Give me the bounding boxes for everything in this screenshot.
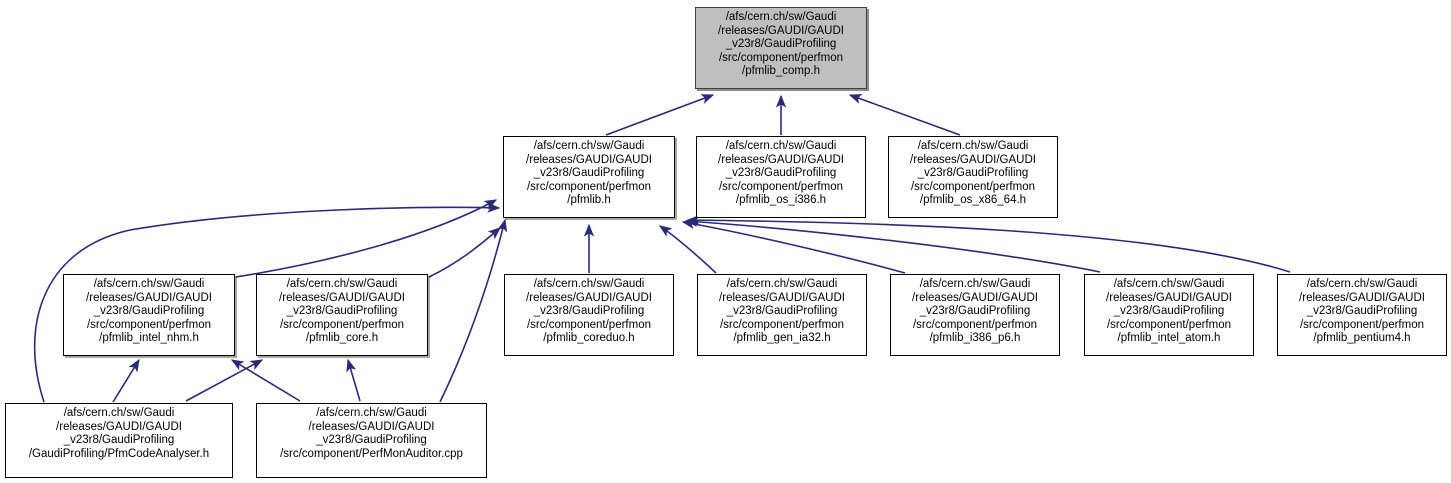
graph-node-PfmCodeAnalyser[interactable]: /afs/cern.ch/sw/Gaudi/releases/GAUDI/GAU… (5, 403, 233, 478)
node-label-line: /pfmlib_pentium4.h (1313, 332, 1411, 345)
graph-node-pfmlib_core[interactable]: /afs/cern.ch/sw/Gaudi/releases/GAUDI/GAU… (256, 274, 428, 356)
edge-pfmlib_os_x86_64-to-pfmlib_comp (848, 94, 961, 136)
node-label-line: /src/component/perfmon (526, 180, 651, 193)
graph-node-pfmlib[interactable]: /afs/cern.ch/sw/Gaudi/releases/GAUDI/GAU… (503, 136, 675, 218)
node-label-line: /src/component/perfmon (718, 180, 843, 193)
node-label-line: /releases/GAUDI/GAUDI (279, 291, 405, 304)
node-label-line: /src/component/perfmon (1299, 318, 1424, 331)
graph-node-pfmlib_coreduo[interactable]: /afs/cern.ch/sw/Gaudi/releases/GAUDI/GAU… (504, 274, 674, 356)
graph-node-pfmlib_gen_ia32[interactable]: /afs/cern.ch/sw/Gaudi/releases/GAUDI/GAU… (697, 274, 867, 356)
node-label-line: /afs/cern.ch/sw/Gaudi (919, 278, 1031, 290)
node-label-line: /pfmlib_coreduo.h (543, 332, 635, 345)
edge-PfmCodeAnalyser-to-pfmlib_intel_nhm (112, 358, 140, 403)
node-label-line: /pfmlib_intel_atom.h (1117, 332, 1221, 345)
graph-node-pfmlib_intel_atom[interactable]: /afs/cern.ch/sw/Gaudi/releases/GAUDI/GAU… (1084, 274, 1254, 356)
node-label-line: /pfmlib_i386_p6.h (929, 332, 1021, 345)
node-label-line: /afs/cern.ch/sw/Gaudi (726, 278, 838, 290)
node-label-line: /pfmlib.h (567, 194, 611, 207)
node-label-line: _v23r8/GaudiProfiling (726, 305, 838, 318)
node-label-line: /releases/GAUDI/GAUDI (86, 291, 212, 304)
node-label-line: /pfmlib_os_i386.h (735, 194, 827, 207)
node-label-line: /afs/cern.ch/sw/Gaudi (533, 278, 645, 290)
node-label-line: /src/component/perfmon (718, 51, 843, 64)
node-label-line: /releases/GAUDI/GAUDI (718, 24, 844, 37)
node-label-line: _v23r8/GaudiProfiling (1113, 305, 1225, 318)
node-label-line: /GaudiProfiling/PfmCodeAnalyser.h (28, 447, 210, 460)
node-label-line: _v23r8/GaudiProfiling (725, 38, 837, 51)
node-label-line: /afs/cern.ch/sw/Gaudi (725, 140, 837, 152)
node-label-line: /src/component/perfmon (910, 180, 1035, 193)
edge-pfmlib_intel_nhm-to-pfmlib (235, 199, 498, 278)
graph-node-pfmlib_pentium4[interactable]: /afs/cern.ch/sw/Gaudi/releases/GAUDI/GAU… (1277, 274, 1447, 356)
node-label-line: /releases/GAUDI/GAUDI (526, 153, 652, 166)
node-label-line: /releases/GAUDI/GAUDI (1106, 291, 1232, 304)
edge-pfmlib_pentium4-to-pfmlib (686, 215, 1291, 273)
node-label-line: _v23r8/GaudiProfiling (316, 434, 427, 447)
edge-pfmlib_intel_atom-to-pfmlib (684, 216, 1101, 273)
node-label-line: /afs/cern.ch/sw/Gaudi (316, 407, 427, 419)
graph-node-pfmlib_os_x86_64[interactable]: /afs/cern.ch/sw/Gaudi/releases/GAUDI/GAU… (888, 136, 1058, 218)
node-label-line: /src/component/perfmon (86, 318, 211, 331)
node-label-line: _v23r8/GaudiProfiling (533, 167, 645, 180)
node-label-line: _v23r8/GaudiProfiling (533, 305, 645, 318)
node-label-line: _v23r8/GaudiProfiling (919, 305, 1031, 318)
node-label-line: /releases/GAUDI/GAUDI (526, 291, 652, 304)
node-label-line: /pfmlib_os_x86_64.h (919, 194, 1027, 207)
node-label-line: /releases/GAUDI/GAUDI (1299, 291, 1425, 304)
node-label-line: /src/component/perfmon (1106, 318, 1231, 331)
node-label-line: /afs/cern.ch/sw/Gaudi (917, 140, 1029, 152)
edge-PerfMonAuditor-to-pfmlib (439, 218, 508, 403)
node-label-line: /pfmlib_intel_nhm.h (99, 332, 199, 345)
node-label-line: /afs/cern.ch/sw/Gaudi (1113, 278, 1225, 290)
node-label-line: /afs/cern.ch/sw/Gaudi (93, 278, 205, 290)
edge-PerfMonAuditor-to-pfmlib_core (346, 358, 361, 402)
node-label-line: /src/component/perfmon (279, 318, 404, 331)
node-label-line: /afs/cern.ch/sw/Gaudi (533, 140, 645, 152)
node-label-line: /pfmlib_gen_ia32.h (733, 332, 831, 345)
edge-pfmlib_gen_ia32-to-pfmlib (658, 225, 717, 274)
node-label-line: /afs/cern.ch/sw/Gaudi (286, 278, 398, 290)
edge-pfmlib_core-to-pfmlib (428, 227, 501, 278)
node-label-line: /src/component/perfmon (912, 318, 1037, 331)
node-label-line: /afs/cern.ch/sw/Gaudi (1306, 278, 1418, 290)
node-label-line: _v23r8/GaudiProfiling (1306, 305, 1418, 318)
node-label-line: /releases/GAUDI/GAUDI (912, 291, 1038, 304)
node-label-line: /src/component/perfmon (526, 318, 651, 331)
node-label-line: _v23r8/GaudiProfiling (93, 305, 205, 318)
node-label-line: /releases/GAUDI/GAUDI (718, 153, 844, 166)
node-label-line: /src/component/perfmon (719, 318, 844, 331)
node-label-line: _v23r8/GaudiProfiling (286, 305, 398, 318)
node-label-line: _v23r8/GaudiProfiling (725, 167, 837, 180)
node-label-line: /releases/GAUDI/GAUDI (910, 153, 1036, 166)
node-label-line: /releases/GAUDI/GAUDI (308, 420, 435, 433)
edge-pfmlib_i386_p6-to-pfmlib (681, 218, 906, 274)
node-label-line: /releases/GAUDI/GAUDI (719, 291, 845, 304)
node-label-line: /afs/cern.ch/sw/Gaudi (63, 407, 175, 419)
node-label-line: /afs/cern.ch/sw/Gaudi (725, 11, 837, 23)
node-label-line: /pfmlib_core.h (305, 332, 379, 345)
edge-pfmlib-to-pfmlib_comp (605, 94, 715, 136)
graph-node-pfmlib_os_i386[interactable]: /afs/cern.ch/sw/Gaudi/releases/GAUDI/GAU… (696, 136, 866, 218)
edge-PerfMonAuditor-to-pfmlib_intel_nhm (230, 359, 301, 402)
graph-node-pfmlib_i386_p6[interactable]: /afs/cern.ch/sw/Gaudi/releases/GAUDI/GAU… (890, 274, 1060, 356)
node-label-line: _v23r8/GaudiProfiling (63, 434, 175, 447)
node-label-line: /src/component/PerfMonAuditor.cpp (280, 447, 463, 460)
graph-node-pfmlib_intel_nhm[interactable]: /afs/cern.ch/sw/Gaudi/releases/GAUDI/GAU… (63, 274, 235, 356)
node-label-line: /pfmlib_comp.h (742, 65, 820, 78)
edge-PfmCodeAnalyser-to-pfmlib_core (185, 359, 264, 402)
node-label-line: /releases/GAUDI/GAUDI (56, 420, 182, 433)
graph-node-pfmlib_comp[interactable]: /afs/cern.ch/sw/Gaudi/releases/GAUDI/GAU… (695, 7, 867, 89)
graph-node-PerfMonAuditor[interactable]: /afs/cern.ch/sw/Gaudi/releases/GAUDI/GAU… (256, 403, 487, 478)
node-label-line: _v23r8/GaudiProfiling (917, 167, 1029, 180)
